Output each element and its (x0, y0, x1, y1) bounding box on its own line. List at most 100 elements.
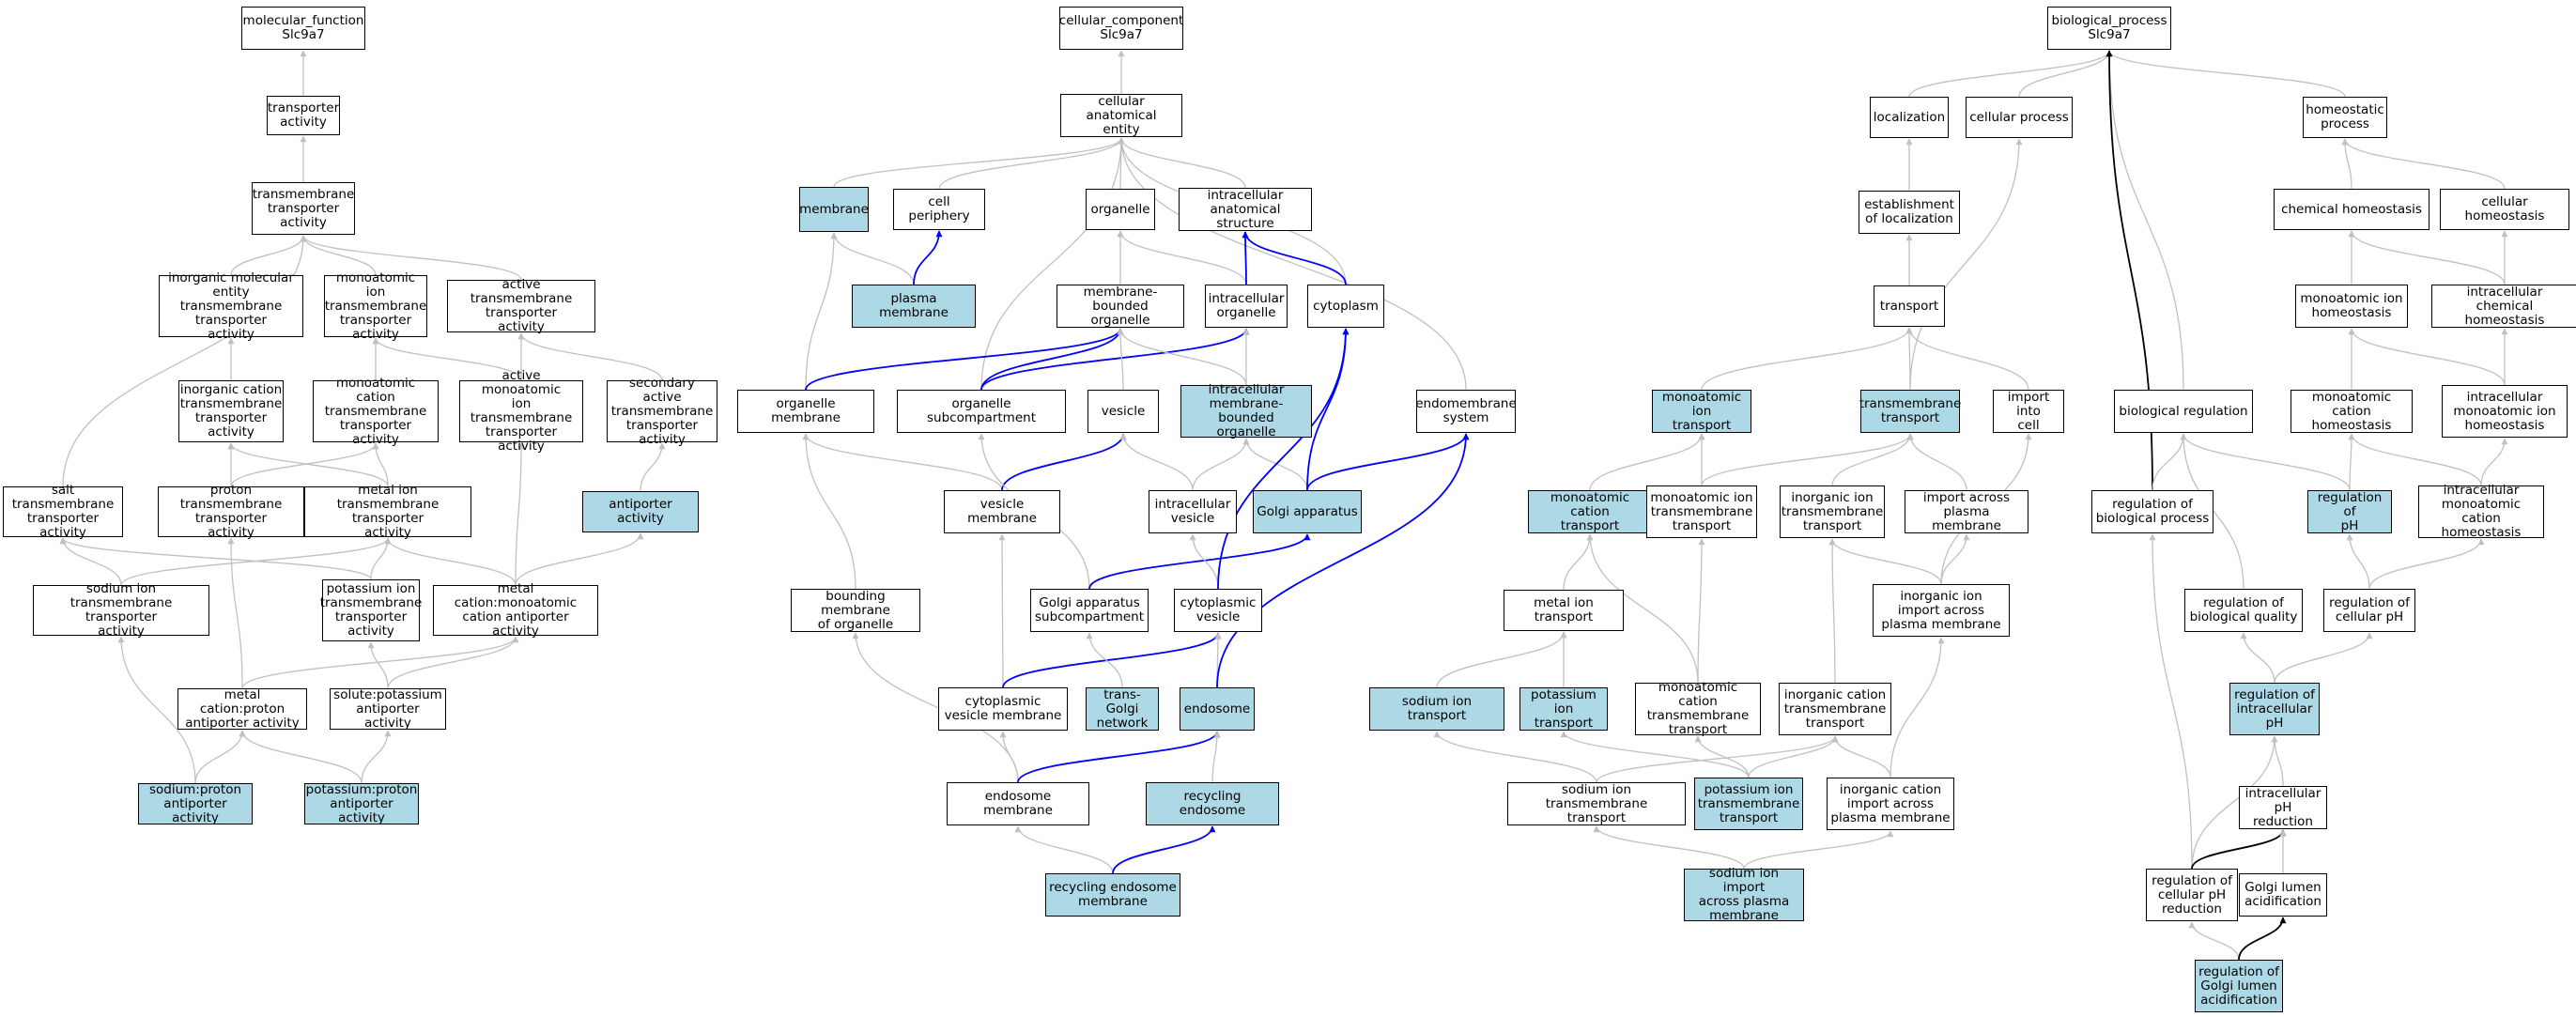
edge-monoatomic_ion_transport-to-transport (1701, 327, 1913, 391)
edge-cytoplasm-to-intracellular_anatomical_structure (1242, 231, 1347, 285)
edge-sodium_proton_antiporter-to-metal_cation_proton_antiporter (194, 730, 246, 784)
edge-monoatomic_cation_tm_transport-to-monoatomic_ion_tm_transport (1697, 538, 1705, 684)
edge-metal_cation_monoatomic_antiporter-to-metal_ion_tm (384, 537, 517, 586)
edge-homeostatic_process-to-bp_root (2106, 50, 2346, 98)
go-term-node: cytoplasmic vesicle membrane (938, 687, 1068, 731)
go-term-node: import across plasma membrane (1905, 490, 2028, 533)
go-term-node: intracellular chemical homeostasis (2431, 285, 2576, 328)
go-term-node: sodium ion import across plasma membrane (1684, 867, 1804, 923)
go-term-node: regulation of biological process (2091, 490, 2214, 533)
edge-active_tm-to-tm_transporter_activity (300, 235, 522, 281)
go-term-node: intracellular organelle (1205, 285, 1288, 328)
edge-inorganic_cation_import_across_pm-to-inorganic_ion_import_across_pm (1890, 637, 1945, 778)
edge-golgi_apparatus-to-endomembrane_system (1306, 433, 1470, 491)
edge-potassium_proton_antiporter-to-solute_potassium_antiporter (361, 730, 392, 784)
edge-metal_cation_monoatomic_antiporter-to-antiporter_activity (515, 532, 644, 586)
edge-plasma_membrane-to-membrane (830, 232, 915, 285)
go-term-node: inorganic cation transmembrane transport (1779, 683, 1891, 735)
edge-regulation_of_golgi_lumen_acidification-to-golgi_lumen_acidification (2238, 917, 2287, 961)
go-term-node: endosome membrane (947, 782, 1089, 825)
edge-endosome-to-endomembrane_system (1216, 433, 1470, 688)
go-term-node: endosome (1180, 687, 1255, 731)
edge-solute_potassium_antiporter-to-potassium_ion_tm (367, 641, 389, 689)
edge-recycling_endosome-to-endosome (1211, 731, 1221, 783)
edge-intracellular_monoatomic_cation_homeostasis-to-monoatomic_cation_homeostasis (2348, 433, 2482, 486)
go-term-node: regulation of pH (2307, 490, 2392, 533)
edge-intracellular_monoatomic_ion_homeostasis-to-monoatomic_ion_homeostasis (2348, 328, 2506, 386)
edge-inorganic_cation_tm_transport-to-inorganic_ion_tm_transport (1828, 538, 1836, 684)
edge-cytoplasmic_vesicle_membrane-to-vesicle_membrane (998, 533, 1006, 688)
go-term-node: monoatomic cation transport (1528, 490, 1652, 533)
go-term-node: establishment of localization (1859, 191, 1960, 234)
edge-regulation_of_cellular_ph_reduction-to-regulation_of_biological_process (2149, 533, 2193, 870)
go-term-node: endomembrane system (1415, 390, 1517, 433)
go-term-node: Golgi apparatus (1253, 490, 1362, 533)
edge-solute_potassium_antiporter-to-metal_cation_monoatomic_antiporter (387, 636, 519, 689)
go-term-node: active transmembrane transporter activit… (447, 278, 595, 334)
edge-biological_regulation-to-bp_root (2106, 50, 2184, 391)
edge-sodium_proton_antiporter-to-sodium_ion_tm (117, 636, 196, 784)
go-term-node: bounding membrane of organelle (791, 589, 920, 632)
go-term-node: solute:potassium antiporter activity (330, 687, 446, 730)
go-term-node: intracellular monoatomic cation homeosta… (2418, 484, 2544, 540)
go-term-node: transmembrane transporter activity (252, 182, 355, 235)
go-term-node: Golgi lumen acidification (2239, 873, 2327, 917)
go-term-node: intracellular pH reduction (2239, 786, 2327, 829)
go-term-node: organelle subcompartment (897, 390, 1066, 433)
go-term-node: potassium ion transport (1519, 687, 1608, 731)
go-term-node: molecular_function Slc9a7 (241, 7, 365, 50)
go-term-node: biological_process Slc9a7 (2047, 7, 2171, 50)
edge-endosome_membrane-to-cytoplasmic_vesicle_membrane (999, 731, 1019, 783)
edge-potassium_ion_tm_transport-to-inorganic_cation_tm_transport (1748, 735, 1839, 778)
edge-recycling_endosome_membrane-to-recycling_endosome (1112, 825, 1216, 874)
edge-cell_periphery-to-cellular_anatomical_entity (938, 137, 1125, 190)
edge-inorganic_ion_tm_transport-to-transmembrane_transport (1831, 433, 1914, 486)
edge-secondary_active_tm-to-active_tm (517, 332, 663, 381)
go-term-node: monoatomic ion transport (1652, 390, 1751, 433)
go-term-node: sodium:proton antiporter activity (138, 782, 253, 824)
edge-regulation_of_cellular_ph-to-regulation_of_ph (2346, 533, 2370, 590)
go-term-node: monoatomic cation transmembrane transpor… (313, 376, 439, 446)
go-term-node: inorganic molecular entity transmembrane… (159, 270, 303, 341)
go-term-node: secondary active transmembrane transport… (607, 376, 717, 446)
edge-intracellular_organelle-to-organelle (1117, 230, 1247, 285)
go-term-node: monoatomic cation transmembrane transpor… (1635, 681, 1761, 737)
edge-intracellular_monoatomic_cation_homeostasis-to-intracellular_monoatomic_ion_homeostasis (2480, 438, 2508, 486)
go-term-node: cellular process (1966, 97, 2073, 138)
go-term-node: chemical homeostasis (2274, 189, 2429, 230)
go-term-node: Golgi apparatus subcompartment (1030, 589, 1149, 632)
edge-intracellular_chemical_homeostasis-to-chemical_homeostasis (2348, 230, 2506, 285)
go-term-node: vesicle (1087, 390, 1159, 433)
go-term-node: recycling endosome membrane (1045, 873, 1180, 917)
go-term-node: sodium ion transport (1369, 687, 1504, 731)
edge-sodium_ion_transport-to-metal_ion_transport (1436, 631, 1567, 688)
go-term-node: membrane-bounded organelle (1057, 285, 1184, 328)
edge-metal_cation_proton_antiporter-to-metal_cation_monoatomic_antiporter (241, 636, 519, 689)
go-term-node: monoatomic ion transmembrane transporter… (324, 270, 427, 342)
edge-metal_cation_monoatomic_antiporter-to-active_monoatomic_ion_tm (515, 442, 525, 586)
go-term-node: organelle (1086, 189, 1155, 230)
edge-proton_tm-to-monoatomic_cation_tm (230, 442, 379, 487)
go-term-node: regulation of Golgi lumen acidification (2195, 960, 2283, 1012)
go-term-node: cellular_component Slc9a7 (1059, 7, 1183, 50)
go-term-node: regulation of cellular pH reduction (2146, 869, 2238, 921)
go-term-node: sodium ion transmembrane transport (1507, 782, 1686, 825)
go-term-node: vesicle membrane (944, 490, 1060, 533)
edge-organelle_subcompartment-to-membrane_bounded_organelle (980, 328, 1124, 391)
edge-plasma_membrane-to-cell_periphery (913, 230, 943, 285)
go-term-node: metal cation:proton antiporter activity (177, 687, 307, 730)
go-term-node: trans-Golgi network (1086, 687, 1159, 731)
go-term-node: inorganic cation import across plasma me… (1827, 778, 1954, 830)
edge-sodium_ion_tm_transport-to-inorganic_cation_tm_transport (1596, 735, 1839, 783)
go-term-node: intracellular anatomical structure (1179, 188, 1312, 231)
go-term-node: cytoplasmic vesicle (1174, 589, 1262, 632)
edge-potassium_ion_tm_transport-to-monoatomic_cation_tm_transport (1694, 735, 1750, 778)
go-term-node: cellular anatomical entity (1060, 94, 1182, 137)
go-term-node: transporter activity (267, 96, 340, 135)
edge-transmembrane_transport-to-cellular_process (1909, 138, 2023, 391)
go-term-node: homeostatic process (2303, 97, 2387, 138)
edge-metal_ion_tm-to-inorg_cation_tm (227, 442, 389, 487)
go-term-node: potassium ion transmembrane transport (1694, 778, 1803, 830)
edge-regulation_of_biological_process-to-biological_regulation (2152, 433, 2187, 491)
